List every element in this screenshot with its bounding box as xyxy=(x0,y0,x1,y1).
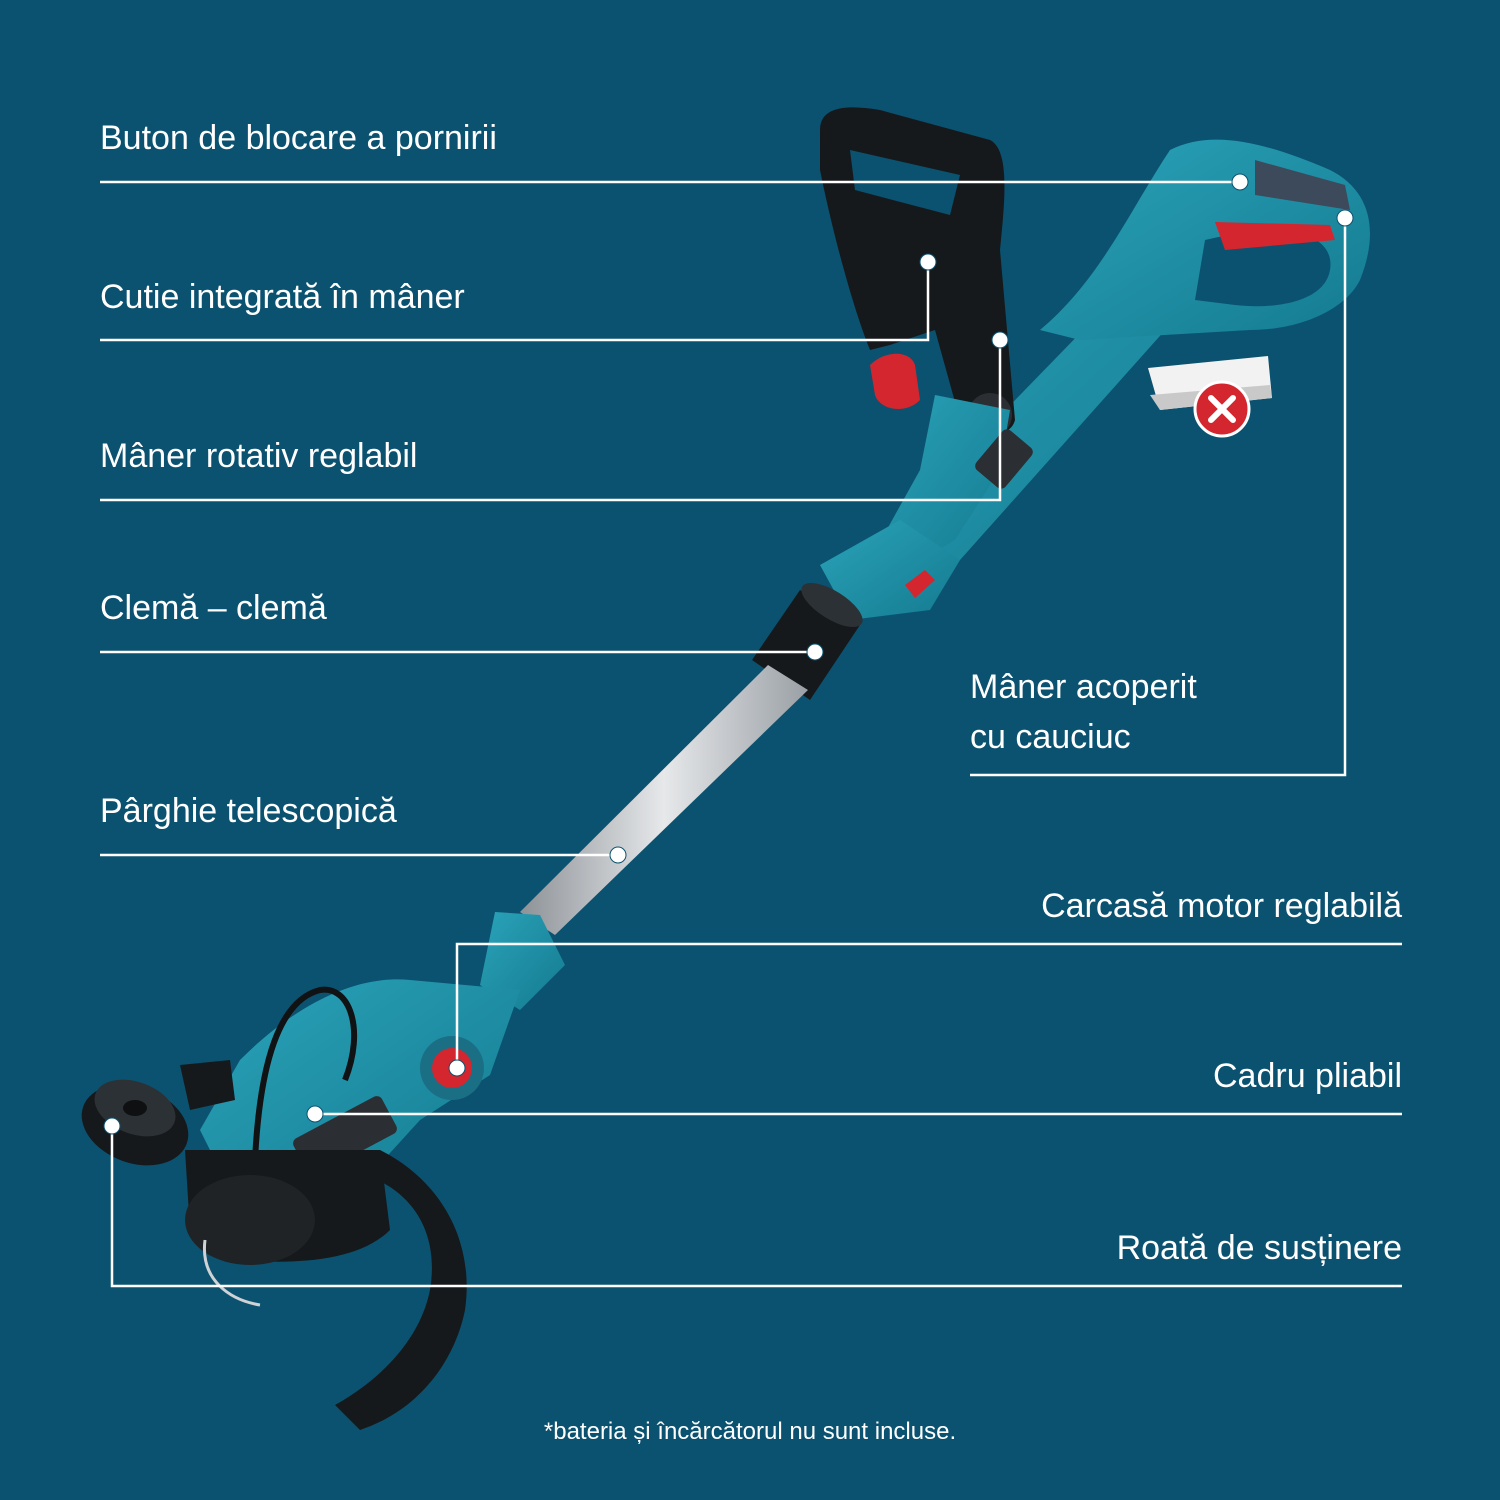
telescopic-pole xyxy=(520,665,808,935)
label-support-wheel: Roată de susținere xyxy=(1116,1229,1402,1267)
label-rotating-handle: Mâner rotativ reglabil xyxy=(100,437,418,475)
label-motor-housing: Carcasă motor reglabilă xyxy=(1041,887,1402,925)
motor-housing xyxy=(200,979,520,1205)
callout-dots xyxy=(103,173,1354,1135)
label-telescopic-lever: Pârghie telescopică xyxy=(100,792,397,830)
callout-lines xyxy=(100,180,1402,1288)
callout-rotating-handle xyxy=(100,340,1002,502)
motor-bail-wire xyxy=(252,986,358,1161)
trimmer-guard xyxy=(335,1150,467,1430)
callout-support-wheel xyxy=(110,1126,1402,1288)
label-rubber-handle-line1: Mâner acoperit xyxy=(970,668,1197,706)
footnote: *bateria și încărcătorul nu sunt incluse… xyxy=(543,1418,957,1445)
label-start-lock-button: Buton de blocare a pornirii xyxy=(100,119,497,157)
callout-motor-housing xyxy=(455,942,1402,1068)
label-clamp: Clemă – clemă xyxy=(100,589,327,627)
shaft-coupling xyxy=(820,520,960,620)
spool-head xyxy=(185,1175,315,1265)
callout-handle-box xyxy=(100,262,930,342)
lower-sleeve xyxy=(480,912,565,1010)
red-x-icon xyxy=(1193,380,1251,438)
upper-logo-badge xyxy=(975,429,1033,489)
callout-rubber-handle xyxy=(970,218,1347,777)
label-folding-frame: Cadru pliabil xyxy=(1213,1057,1402,1095)
auxiliary-handle xyxy=(820,107,1015,437)
trigger xyxy=(1215,222,1335,250)
label-handle-box: Cutie integrată în mâner xyxy=(100,278,465,316)
grip-top-panel xyxy=(1255,160,1350,210)
label-rubber-handle-line2: cu cauciuc xyxy=(970,718,1131,756)
